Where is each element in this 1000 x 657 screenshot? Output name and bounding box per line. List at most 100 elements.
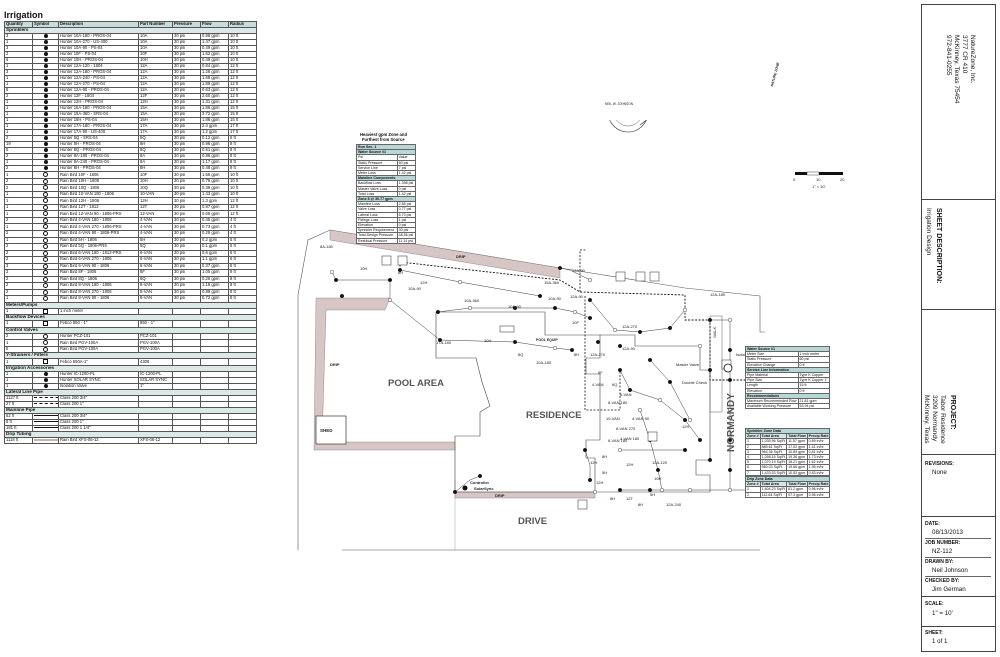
zone-label: 12H	[590, 460, 598, 465]
valve-box	[615, 271, 626, 282]
sheet-label: SHEET:	[925, 630, 943, 636]
legend-symbol-icon	[43, 112, 48, 117]
legend-symbol-icon	[43, 250, 48, 256]
sprinkler-head-icon	[728, 438, 733, 443]
zone-label: 10F	[572, 320, 579, 325]
residence-outline	[595, 334, 711, 493]
legend-symbol-icon	[43, 76, 48, 81]
sprinkler-head-icon	[593, 490, 598, 495]
company-phone: 972-841-0255	[945, 35, 952, 76]
sprinkler-head-icon	[573, 309, 578, 314]
sprinkler-head-icon	[588, 478, 593, 483]
legend-symbol-icon	[43, 34, 48, 38]
legend-symbol-icon	[43, 148, 48, 153]
sprinkler-head-icon	[330, 269, 335, 274]
legend-symbol-icon	[43, 160, 48, 165]
zone-label: 12A-270	[590, 352, 606, 357]
zone-label: 5H	[650, 492, 656, 497]
sprinkler-head-icon	[583, 448, 588, 453]
sprinkler-head-icon	[452, 490, 457, 495]
sprinkler-head-icon	[618, 488, 623, 493]
sprinkler-head-icon	[658, 398, 663, 403]
sprinkler-head-icon	[340, 293, 345, 298]
checked-by-label: CHECKED BY:	[925, 578, 960, 584]
sprinkler-head-icon	[728, 488, 733, 493]
legend-symbol-icon	[43, 106, 48, 111]
scale-tick-0: 0	[793, 177, 796, 182]
legend-symbol-icon	[43, 198, 48, 204]
legend-title: Irrigation	[4, 10, 44, 20]
sheet-description-label: SHEET DESCRIPTION:	[935, 208, 942, 284]
zone-label: 10A-90	[508, 304, 521, 309]
zone-label: 12H	[682, 424, 690, 429]
valve-box	[649, 271, 660, 282]
zone-label: 10H	[654, 476, 662, 481]
sprinkler-head-icon	[638, 408, 643, 413]
zone-label: 12A-120	[652, 460, 668, 465]
sprinkler-head-icon	[558, 265, 563, 270]
legend-symbol-icon	[43, 257, 48, 263]
sprinkler-head-icon	[618, 343, 623, 348]
sprinkler-head-icon	[570, 347, 575, 352]
sheet-value: 1 of 1	[932, 638, 948, 645]
sprinkler-head-icon	[728, 468, 733, 473]
sprinkler-head-icon	[728, 408, 733, 413]
pool-area-outline	[435, 311, 601, 493]
legend-symbol-icon	[43, 211, 48, 217]
legend-symbol-icon	[43, 192, 48, 197]
project-address: 3209 Normandy	[931, 395, 938, 442]
legend-symbol-icon	[43, 40, 48, 45]
sprinkler-head-icon	[698, 438, 703, 443]
project-city: McKinney, Texas	[923, 395, 930, 444]
scale-cell: SCALE: 1" = 10'	[922, 597, 995, 627]
project-label: PROJECT:	[949, 395, 956, 430]
logo-text: NATURE ZONE	[770, 61, 781, 88]
valve-box	[577, 499, 588, 510]
zone-label: 6Q	[612, 382, 618, 387]
legend-symbol-icon	[43, 309, 48, 314]
legend-symbol-icon	[43, 142, 48, 147]
zone-label: 12A-180	[710, 292, 726, 297]
zone-label: 12H	[596, 480, 604, 485]
checked-by-value: Jim German	[932, 586, 966, 593]
revisions-cell: REVISIONS: None	[922, 455, 995, 517]
normandy-label: NORMANDY	[726, 393, 737, 452]
legend-symbol-icon	[43, 136, 48, 141]
solar-sync-label: SolarSync	[474, 486, 494, 491]
legend-symbol-icon	[43, 88, 48, 93]
legend-section: Y-Strainers / Filters	[4, 352, 257, 360]
legend-symbol-icon	[43, 296, 48, 302]
sprinkler-head-icon	[437, 337, 442, 342]
info-heading: Water Source #1	[356, 149, 416, 156]
legend-section: Backflow Devices	[4, 314, 257, 322]
info-heading: Mainline Components	[356, 175, 416, 182]
zone-label: 10A-360	[464, 298, 480, 303]
sheet-description: Irrigation Design	[925, 208, 932, 256]
sprinkler-head-icon	[596, 339, 601, 344]
critical-zone-title-1: Heaviest gpm Zone and	[360, 132, 408, 137]
legend-symbol-icon	[43, 124, 48, 129]
legend-symbol-icon	[43, 70, 48, 75]
sprinkler-head-icon	[708, 367, 713, 372]
sprinkler-head-icon	[387, 297, 392, 302]
legend-symbol-icon	[43, 64, 48, 69]
legend-symbol-icon	[43, 205, 48, 210]
info-heading: Zone 8 @ 30.77 gpm	[356, 196, 416, 203]
info-heading: Service Line Information	[745, 366, 830, 374]
